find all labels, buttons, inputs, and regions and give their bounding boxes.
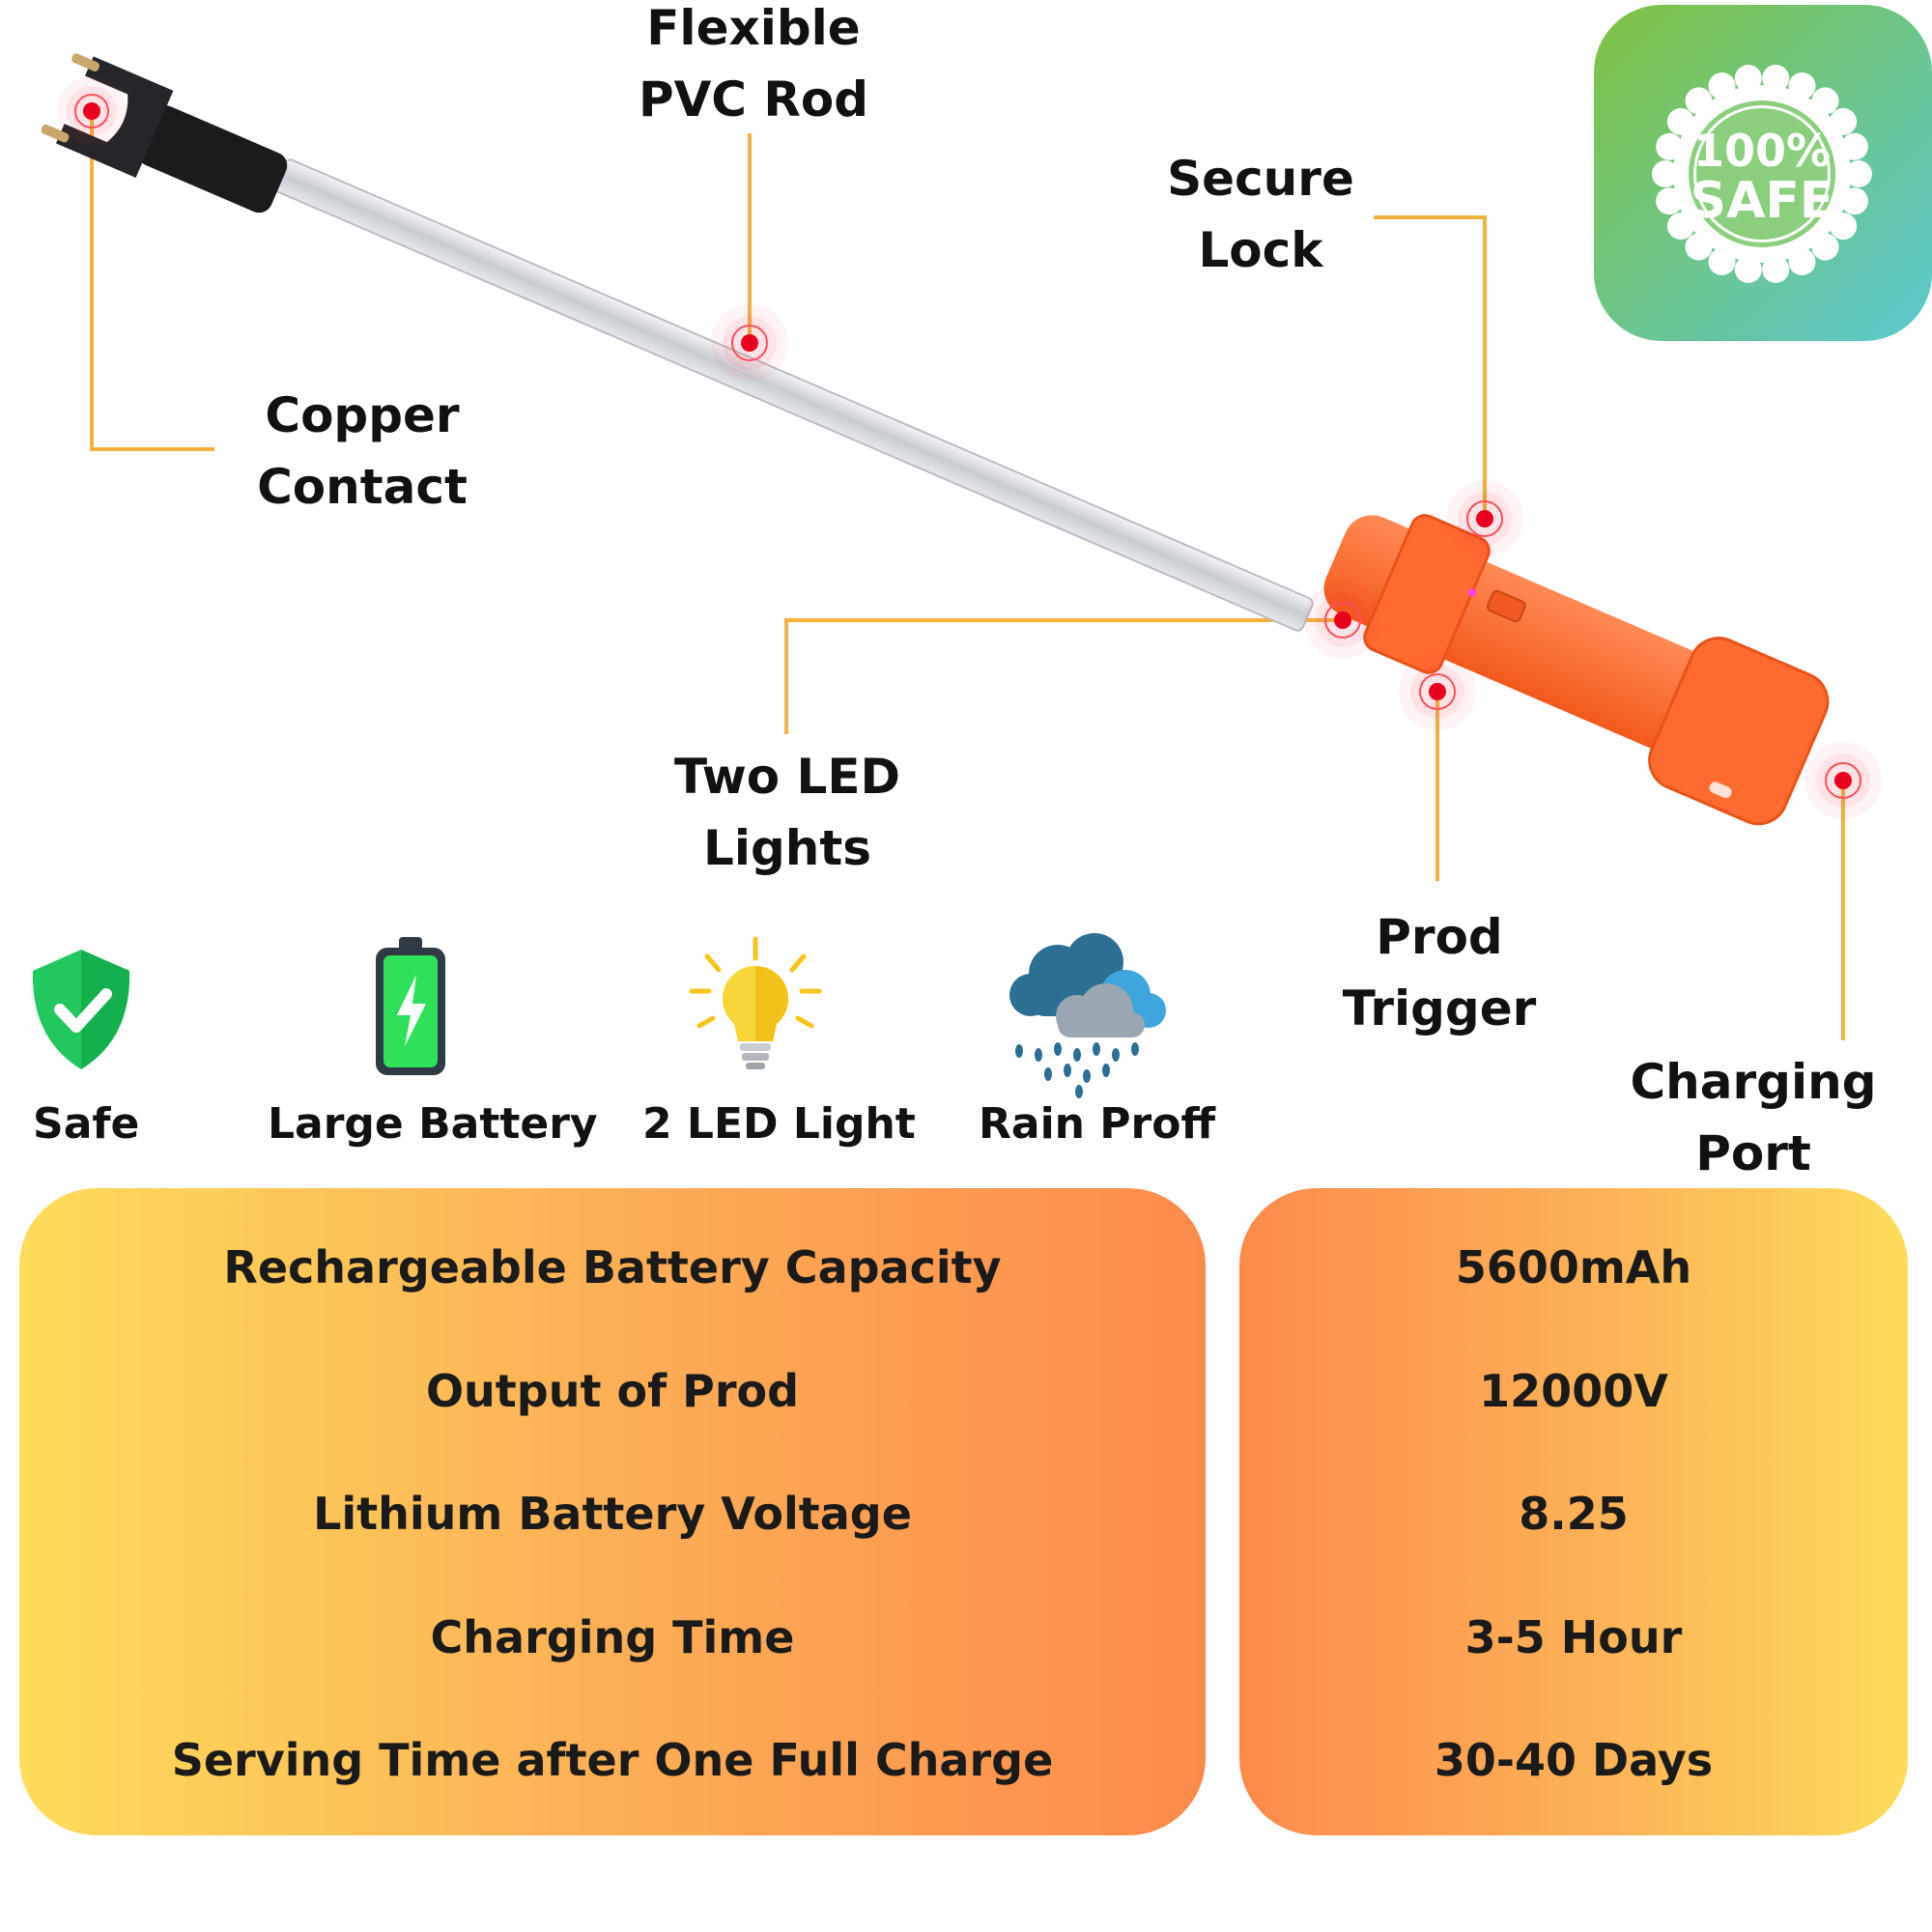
spec-label-row: Rechargeable Battery Capacity	[223, 1241, 1002, 1293]
spec-label-row: Lithium Battery Voltage	[313, 1488, 912, 1540]
marker-copper-contact	[57, 76, 127, 146]
marker-charging-port	[1804, 742, 1882, 819]
callout-flexible-rod: Flexible PVC Rod	[599, 0, 908, 135]
seal-petal	[1708, 72, 1736, 99]
copper-tip	[41, 53, 288, 213]
callout-secure-lock: Secure Lock	[1111, 143, 1410, 286]
marker-prod-trigger	[1399, 653, 1476, 730]
callout-copper-contact-line1: Copper	[265, 387, 460, 443]
seal-petal	[1840, 187, 1868, 215]
callout-copper-contact: Copper Contact	[208, 380, 517, 523]
callout-two-led-line1: Two LED	[673, 749, 901, 805]
lightbulb-icon	[689, 936, 822, 1069]
badge-line1: 100%	[1693, 125, 1831, 177]
rain-cloud-icon	[1009, 933, 1166, 1098]
callout-secure-lock-line2: Lock	[1198, 222, 1323, 278]
seal-petal	[1762, 256, 1790, 283]
spec-label-row: Output of Prod	[425, 1365, 800, 1417]
seal-petal	[1830, 107, 1858, 135]
spec-value-row: 5600mAh	[1455, 1241, 1692, 1293]
callout-charging-port: Charging Port	[1594, 1046, 1913, 1189]
seal-petal	[1762, 65, 1790, 92]
seal-petal	[1788, 248, 1816, 275]
spec-value-row: 8.25	[1519, 1488, 1629, 1540]
seal-petal	[1666, 213, 1694, 241]
spec-value-row: 30-40 Days	[1434, 1734, 1714, 1786]
seal-petal	[1708, 248, 1736, 275]
safe-badge: 100% SAFE	[1594, 5, 1932, 341]
callout-prod-trigger-line1: Prod	[1376, 909, 1503, 965]
callout-flexible-rod-line1: Flexible	[646, 0, 861, 56]
spec-label-row: Charging Time	[430, 1611, 795, 1663]
spec-labels-panel: Rechargeable Battery Capacity Output of …	[19, 1188, 1206, 1835]
callout-copper-contact-line2: Contact	[257, 459, 468, 515]
leader-two-led	[784, 618, 1343, 734]
leader-copper-contact	[90, 111, 214, 451]
callout-charging-port-line1: Charging	[1630, 1054, 1877, 1110]
marker-two-led	[1304, 582, 1381, 659]
marker-flexible-rod	[711, 304, 788, 382]
spec-label-row: Serving Time after One Full Charge	[171, 1734, 1054, 1786]
battery-icon	[376, 937, 445, 1075]
marker-secure-lock	[1446, 480, 1523, 557]
spec-value-row: 12000V	[1479, 1365, 1668, 1417]
feature-label-safe: Safe	[33, 1099, 140, 1149]
callout-markers	[57, 76, 1882, 819]
seal-petal	[1656, 132, 1684, 160]
spec-value-row: 3-5 Hour	[1464, 1611, 1683, 1663]
seal-petal	[1666, 107, 1694, 135]
seal-petal	[1656, 187, 1684, 215]
callout-two-led: Two LED Lights	[633, 741, 942, 884]
callout-prod-trigger: Prod Trigger	[1285, 901, 1594, 1044]
seal-petal	[1830, 213, 1858, 241]
callout-secure-lock-line1: Secure	[1167, 151, 1354, 207]
seal-petal	[1811, 233, 1839, 261]
seal-petal	[1734, 256, 1762, 283]
feature-label-battery: Large Battery	[268, 1099, 598, 1149]
feature-label-rain: Rain Proff	[979, 1099, 1216, 1149]
seal-petal	[1788, 72, 1816, 99]
badge-line2: SAFE	[1690, 172, 1834, 230]
seal-petal	[1811, 87, 1839, 115]
callout-prod-trigger-line2: Trigger	[1342, 980, 1537, 1037]
callout-flexible-rod-line2: PVC Rod	[638, 71, 869, 128]
feature-label-led: 2 LED Light	[642, 1099, 916, 1149]
sunburst-seal-icon	[1652, 65, 1872, 283]
seal-petal	[1845, 160, 1872, 187]
callout-two-led-line2: Lights	[702, 820, 872, 876]
leader-lines	[90, 111, 1845, 1040]
prod-handle	[1323, 514, 1830, 826]
seal-petal	[1652, 160, 1679, 187]
shield-check-icon	[32, 950, 130, 1069]
seal-petal	[1734, 65, 1762, 92]
seal-petal	[1840, 132, 1868, 160]
spec-values-panel: 5600mAh 12000V 8.25 3-5 Hour 30-40 Days	[1239, 1188, 1908, 1835]
leader-secure-lock	[1374, 215, 1487, 519]
seal-petal	[1685, 233, 1713, 261]
seal-petal	[1685, 87, 1713, 115]
callout-charging-port-line2: Port	[1695, 1125, 1811, 1181]
